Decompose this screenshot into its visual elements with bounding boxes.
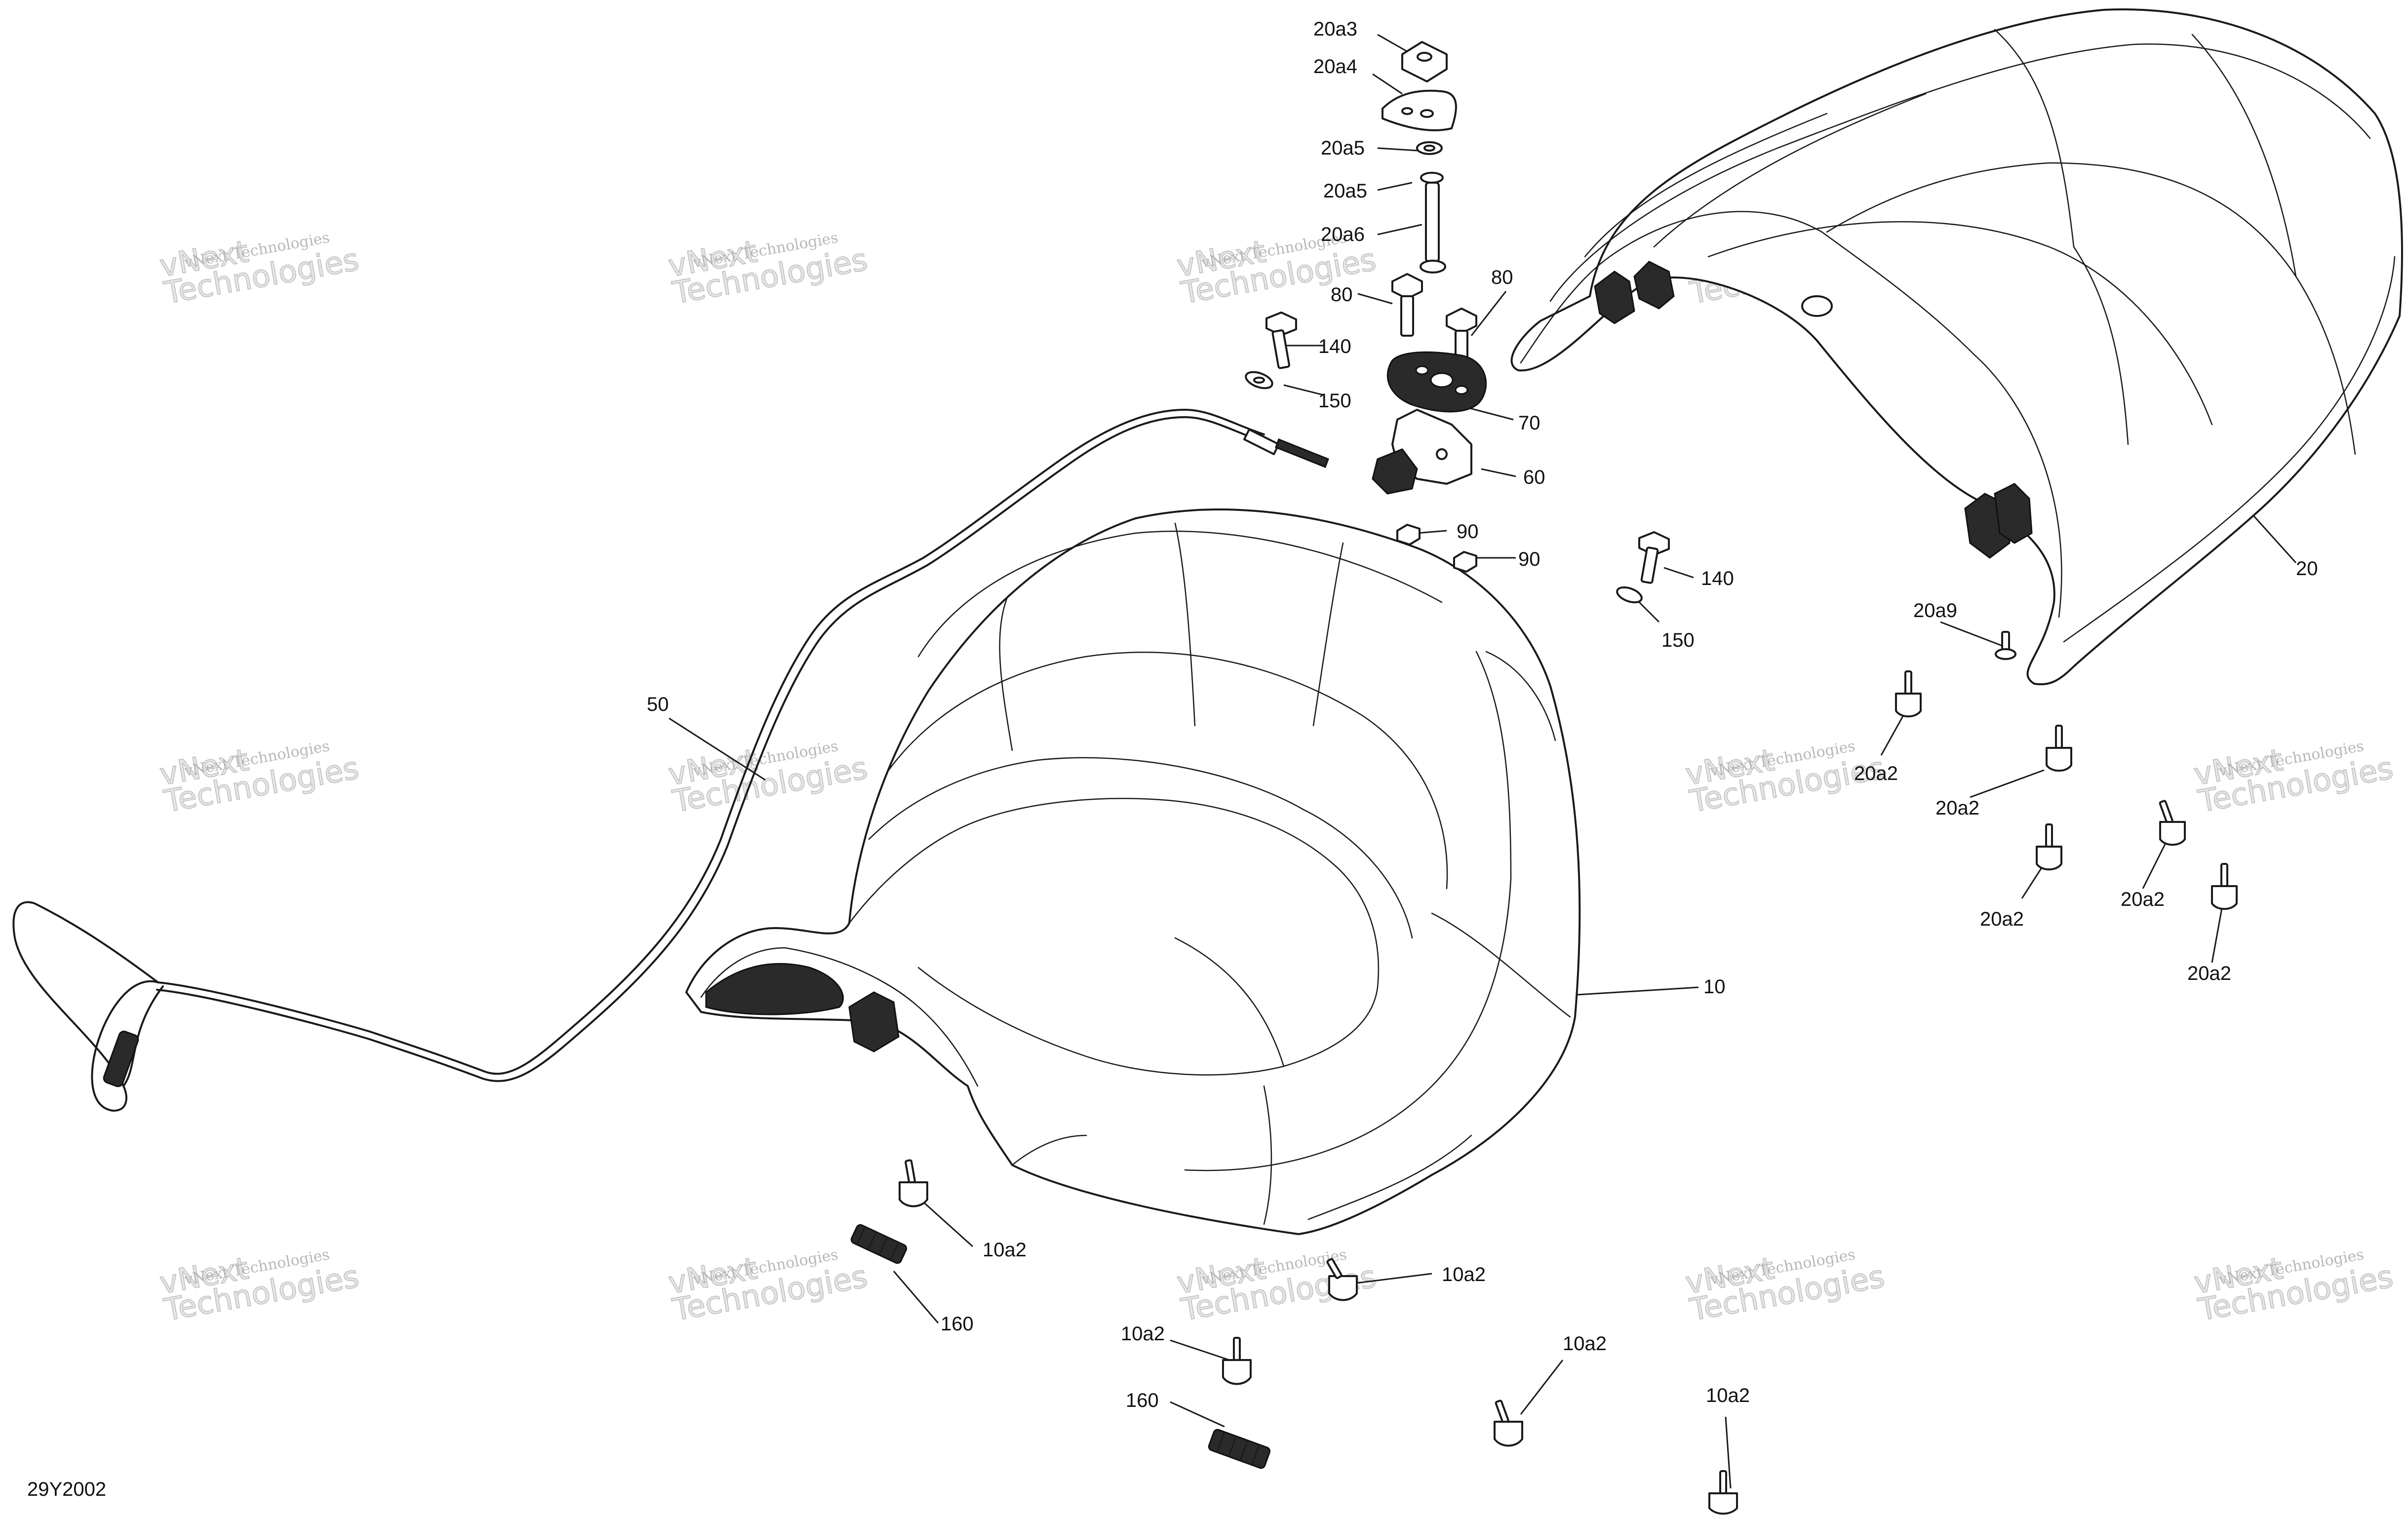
watermark: vNext Technologies vNext Technologies xyxy=(2191,738,2396,820)
part-150-washer-right xyxy=(1616,586,1643,604)
watermark: vNext Technologies vNext Technologies xyxy=(2191,1246,2396,1328)
callout-60: 60 xyxy=(1523,467,1545,488)
callout-20a2-2: 20a2 xyxy=(1935,797,1979,819)
part-70 xyxy=(1386,351,1487,413)
watermark: vNext Technologies vNext Technologies xyxy=(665,1246,870,1328)
watermark: vNext Technologies vNext Technologies xyxy=(1682,1246,1888,1328)
part-90-nuts xyxy=(1396,524,1477,573)
part-20a5-washers xyxy=(1416,141,1444,184)
callout-70: 70 xyxy=(1518,412,1540,434)
rear-seat-20 xyxy=(1510,8,2403,686)
part-80-bolts xyxy=(1391,273,1477,371)
part-20a6 xyxy=(1420,182,1446,273)
bumpers-10a2 xyxy=(899,1159,1738,1515)
callout-80-right: 80 xyxy=(1491,267,1513,288)
part-150-washer-left xyxy=(1245,371,1273,389)
watermark: vNext Technologies vNext Technologies xyxy=(157,229,362,311)
callout-10a2-3: 10a2 xyxy=(1121,1323,1165,1345)
callout-20a2-3: 20a2 xyxy=(1980,908,2024,930)
cable-50 xyxy=(12,409,1329,1112)
callout-20a4: 20a4 xyxy=(1313,56,1357,78)
callout-80-left: 80 xyxy=(1331,284,1353,306)
watermark: vNext Technologies vNext Technologies xyxy=(157,1246,362,1328)
callout-90-upper: 90 xyxy=(1457,521,1479,543)
callouts: 20a3 20a4 20a5 20a5 20a6 80 80 140 150 7… xyxy=(27,18,2318,1500)
watermark: vNext Technologies vNext Technologies xyxy=(665,229,870,311)
callout-10a2-5: 10a2 xyxy=(1706,1385,1750,1406)
front-seat-10 xyxy=(685,508,1581,1235)
callout-20a6: 20a6 xyxy=(1321,224,1365,245)
callout-50: 50 xyxy=(647,694,669,715)
part-20a3 xyxy=(1401,41,1448,82)
watermark: vNext Technologies vNext Technologies xyxy=(157,738,362,820)
callout-150-left: 150 xyxy=(1318,390,1351,412)
callout-10a2-4: 10a2 xyxy=(1563,1333,1607,1355)
callout-140-right: 140 xyxy=(1701,568,1734,589)
callout-90-lower: 90 xyxy=(1518,548,1540,570)
callout-160-1: 160 xyxy=(941,1313,974,1335)
callout-20a3: 20a3 xyxy=(1313,18,1357,40)
callout-160-2: 160 xyxy=(1126,1390,1159,1411)
callout-20a5-upper: 20a5 xyxy=(1321,137,1365,159)
callout-20a5-lower: 20a5 xyxy=(1323,180,1367,202)
clips-160 xyxy=(850,1224,1271,1469)
part-20a9 xyxy=(1995,631,2016,660)
callout-10a2-1: 10a2 xyxy=(983,1239,1026,1261)
callout-20a2-4: 20a2 xyxy=(2121,889,2165,910)
callout-10a2-2: 10a2 xyxy=(1442,1264,1486,1285)
bumpers-20a2 xyxy=(1895,670,2238,910)
callout-20a9: 20a9 xyxy=(1913,600,1957,622)
callout-20a2-1: 20a2 xyxy=(1854,763,1898,784)
diagram-code: 29Y2002 xyxy=(27,1478,106,1500)
part-140-bolt-left xyxy=(1265,311,1297,369)
callout-150-right: 150 xyxy=(1661,629,1695,651)
part-60 xyxy=(1372,409,1472,495)
part-20a4 xyxy=(1382,89,1457,131)
callout-140-left: 140 xyxy=(1318,336,1351,357)
callout-10: 10 xyxy=(1703,976,1726,998)
callout-20a2-5: 20a2 xyxy=(2187,963,2231,984)
part-140-bolt-right xyxy=(1638,531,1670,584)
callout-20: 20 xyxy=(2296,558,2318,580)
